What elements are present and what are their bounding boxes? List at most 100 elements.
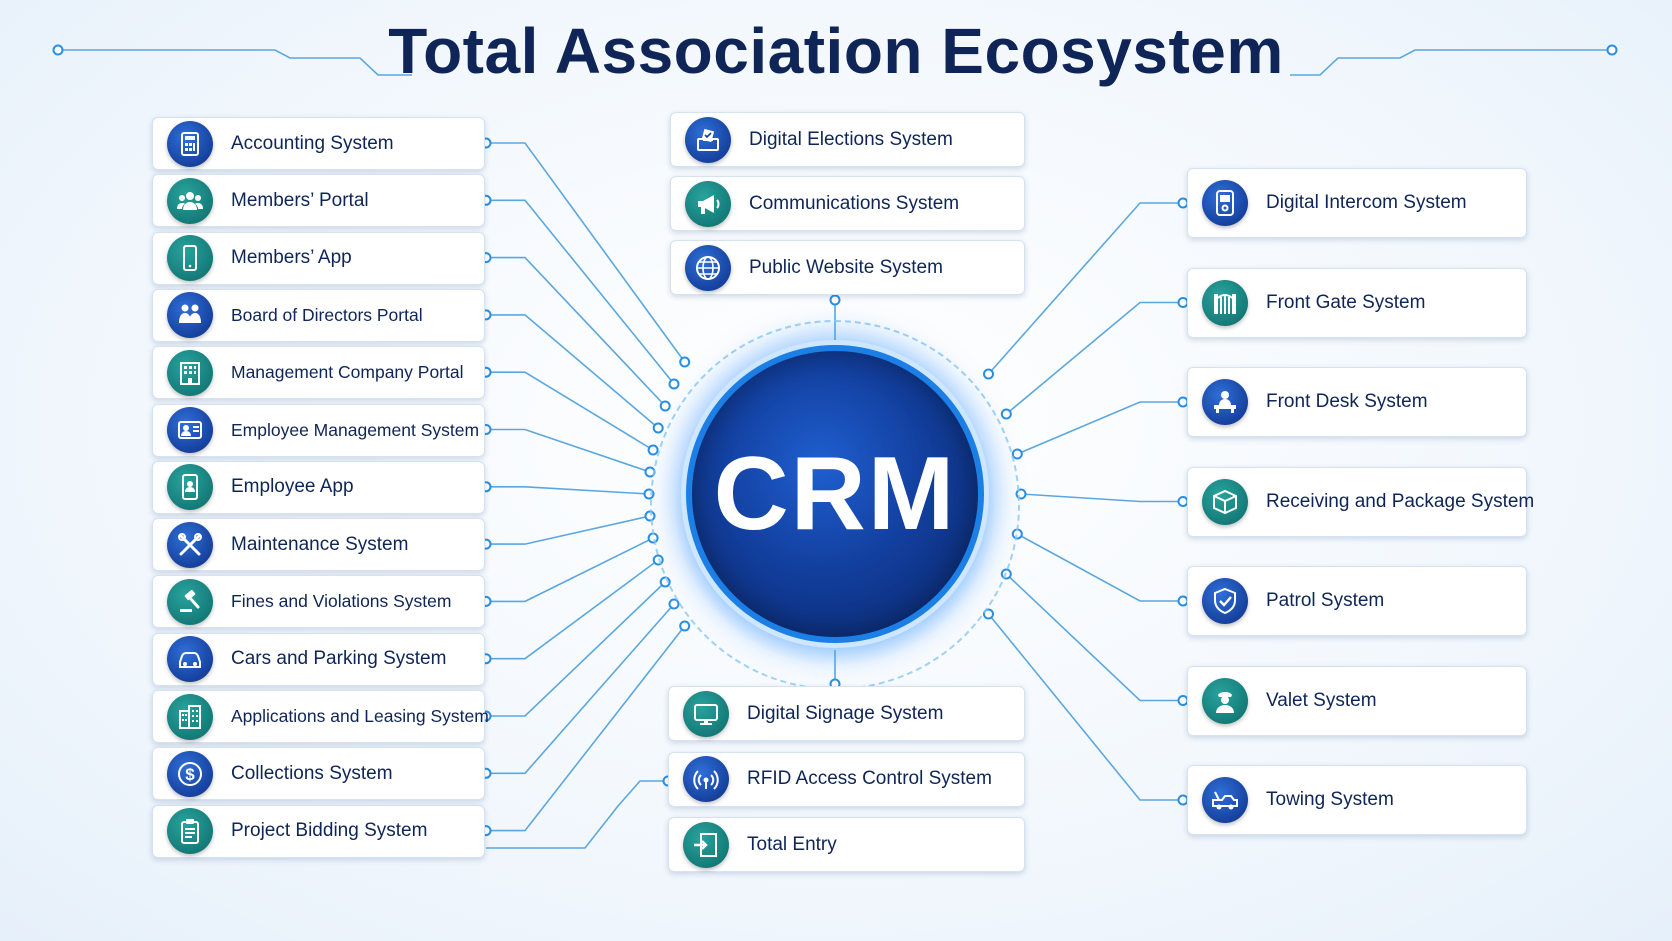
intercom-icon [1202,180,1248,226]
connector-line [486,780,668,849]
connector-line [987,202,1183,375]
valet-attendant-icon [1202,677,1248,724]
system-label: Collections System [231,762,393,784]
system-label: Digital Elections System [749,128,953,150]
system-card-receiving-and-package-system: Receiving and Package System [1187,466,1534,537]
id-card-icon [167,407,213,453]
front-desk-icon [1202,379,1248,425]
apartment-building-icon [167,693,213,740]
connector-dot [679,620,691,632]
connector-dot [659,400,671,412]
clipboard-icon [167,808,213,855]
tow-truck-icon [1202,777,1248,823]
system-label: Maintenance System [231,533,409,555]
system-label: Management Company Portal [231,362,464,383]
connector-dot [652,422,664,434]
connector-line [485,515,651,545]
system-card-valet-system: Valet System [1187,665,1527,736]
connector-line [987,613,1183,801]
system-card-patrol-system: Patrol System [1187,566,1527,636]
system-card-maintenance-system: Maintenance System [152,518,485,572]
system-label: Communications System [749,192,960,214]
monitor-icon [683,690,729,737]
system-card-cars-and-parking-system: Cars and Parking System [152,632,485,686]
system-label: Employee App [231,476,354,498]
connector-line [485,256,666,407]
connector-dot [1000,408,1012,420]
system-label: Front Gate System [1266,291,1426,313]
connector-dot [52,44,64,56]
svg-text:$: $ [185,765,195,784]
calculator-icon [167,120,213,167]
system-card-employee-app: Employee App [152,460,485,514]
tools-icon [167,521,213,568]
system-label: Fines and Violations System [231,591,452,612]
connector-line [1005,573,1183,702]
system-label: Digital Intercom System [1266,192,1467,213]
connector-line [485,199,675,385]
ballot-box-icon [685,116,731,163]
globe-icon [685,244,731,291]
crm-hub: CRM [686,345,984,643]
page-title: Total Association Ecosystem [388,15,1284,87]
connector-line [485,428,651,473]
system-label: Public Website System [749,256,943,278]
mobile-user-icon [167,464,213,511]
system-card-project-bidding-system: Project Bidding System [152,804,485,858]
system-card-employee-management-system: Employee Management System [152,403,485,457]
connector-line [485,142,686,363]
connector-line [485,559,659,660]
connector-line [485,537,654,603]
connector-dot [668,378,680,390]
system-card-digital-intercom-system: Digital Intercom System [1187,168,1527,238]
connector-line [1005,301,1183,415]
system-label: Total Entry [747,833,837,855]
connector-line [1016,401,1183,455]
people-group-icon [167,177,213,224]
dollar-coin-icon: $ [167,750,213,797]
system-label: Valet System [1266,689,1377,711]
connector-line [1020,493,1183,503]
megaphone-icon [685,180,731,227]
gavel-icon [167,578,213,625]
connector-line [485,486,650,495]
system-card-accounting-system: Accounting System [152,117,485,170]
system-card-applications-and-leasing-system: Applications and Leasing System [152,690,489,743]
system-card-rfid-access-control-system: RFID Access Control System [668,751,1025,807]
system-card-digital-elections-system: Digital Elections System [670,112,1025,167]
connector-line [485,625,686,832]
system-card-management-company-portal: Management Company Portal [152,346,485,400]
system-card-members-portal: Members’ Portal [152,174,485,228]
system-card-front-desk-system: Front Desk System [1187,367,1527,437]
office-building-icon [167,349,213,396]
system-label: Applications and Leasing System [231,706,489,726]
connector-line [1290,49,1615,76]
connector-dot [1011,448,1023,460]
system-label: RFID Access Control System [747,768,992,789]
smartphone-icon [167,235,213,282]
connector-line [485,603,675,775]
board-members-icon [167,292,213,339]
crm-label: CRM [713,435,957,552]
connector-dot [829,294,841,306]
system-label: Members’ Portal [231,189,369,211]
shield-check-icon [1202,578,1248,624]
system-label: Employee Management System [231,419,480,440]
rfid-signal-icon [683,756,729,802]
system-label: Patrol System [1266,590,1385,611]
system-label: Cars and Parking System [231,648,447,670]
system-card-communications-system: Communications System [670,176,1025,231]
system-label: Receiving and Package System [1266,490,1535,512]
system-card-digital-signage-system: Digital Signage System [668,686,1025,741]
system-card-board-of-directors-portal: Board of Directors Portal [152,288,485,342]
connector-line [55,49,412,76]
connector-line [1016,533,1183,602]
system-card-public-website-system: Public Website System [670,240,1025,295]
system-card-total-entry: Total Entry [668,817,1025,872]
system-label: Towing System [1266,789,1394,810]
connector-line [485,581,666,717]
package-box-icon [1202,478,1248,525]
system-card-members-app: Members’ App [152,231,485,285]
gate-icon [1202,279,1248,326]
system-card-towing-system: Towing System [1187,765,1527,835]
